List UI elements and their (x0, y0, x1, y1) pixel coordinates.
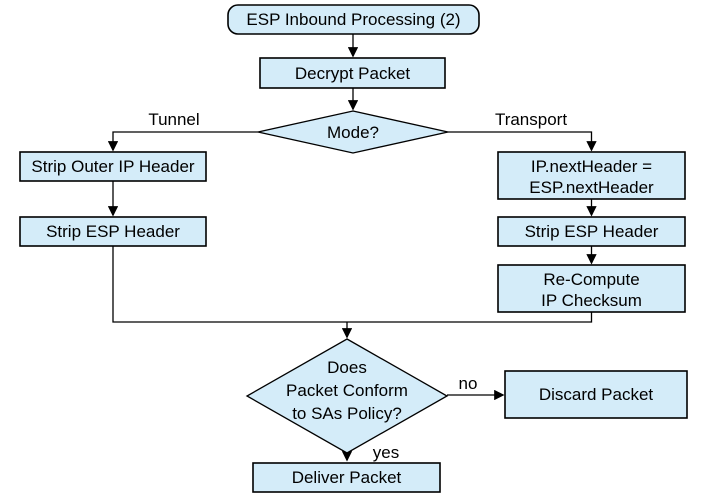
deliver-node-shape (252, 462, 441, 493)
policy-diamond-line2: Packet Conform (286, 381, 408, 400)
decision-mode: Mode? (257, 110, 449, 154)
node-strip-outer-ip-header: Strip Outer IP Header (19, 151, 207, 182)
edge-label-no: no (459, 374, 478, 393)
edge-mode-transport-branch (448, 131, 597, 152)
node-strip-esp-header-tunnel: Strip ESP Header (19, 216, 207, 247)
set-next-header-line2: ESP.nextHeader (529, 178, 654, 197)
decrypt-node-shape (259, 57, 446, 89)
start-node-shape (227, 4, 480, 35)
decrypt-node-label: Decrypt Packet (295, 64, 411, 83)
edge-transport-to-merge (347, 312, 593, 323)
mode-diamond-shape (257, 110, 449, 154)
mode-diamond-label: Mode? (327, 123, 379, 142)
policy-diamond-line1: Does (327, 358, 367, 377)
strip-esp-transport-shape (497, 216, 686, 247)
node-recompute-ip-checksum: Re-Compute IP Checksum (497, 264, 686, 313)
edge-label-yes: yes (373, 443, 399, 462)
strip-outer-ip-shape (19, 151, 207, 182)
node-esp-inbound-processing: ESP Inbound Processing (2) (227, 4, 480, 35)
node-set-next-header: IP.nextHeader = ESP.nextHeader (497, 151, 686, 200)
deliver-node-label: Deliver Packet (292, 468, 402, 487)
recompute-checksum-line2: IP Checksum (541, 291, 642, 310)
set-next-header-line1: IP.nextHeader = (531, 157, 652, 176)
node-deliver-packet: Deliver Packet (252, 462, 441, 493)
policy-diamond-shape (245, 338, 449, 454)
set-next-header-shape (497, 151, 686, 200)
node-decrypt-packet: Decrypt Packet (259, 57, 446, 89)
node-strip-esp-header-transport: Strip ESP Header (497, 216, 686, 247)
node-discard-packet: Discard Packet (504, 370, 688, 419)
edge-mode-tunnel-branch (107, 131, 258, 152)
edge-label-transport: Transport (495, 110, 567, 129)
strip-esp-tunnel-label: Strip ESP Header (46, 222, 180, 241)
decision-sa-policy-conform: Does Packet Conform to SAs Policy? (245, 338, 449, 454)
discard-node-label: Discard Packet (539, 385, 654, 404)
strip-esp-tunnel-shape (19, 216, 207, 247)
discard-node-shape (504, 370, 688, 419)
policy-diamond-line3: to SAs Policy? (292, 404, 402, 423)
edge-tunnel-to-merge (112, 246, 347, 323)
recompute-checksum-line1: Re-Compute (543, 270, 639, 289)
strip-outer-ip-label: Strip Outer IP Header (31, 157, 194, 176)
strip-esp-transport-label: Strip ESP Header (525, 222, 659, 241)
start-node-label: ESP Inbound Processing (2) (246, 10, 460, 29)
recompute-checksum-shape (497, 264, 686, 313)
edge-label-tunnel: Tunnel (148, 110, 199, 129)
